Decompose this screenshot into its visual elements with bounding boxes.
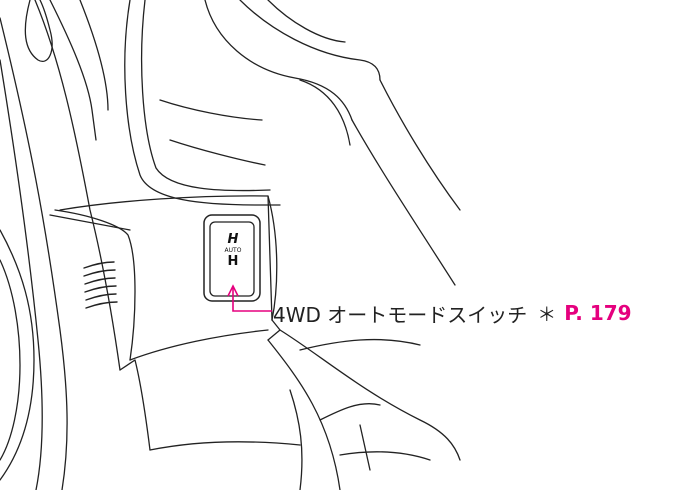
switch-callout: 4WD オートモードスイッチ ＊ P. 179 xyxy=(273,299,632,327)
vent-slats xyxy=(83,261,118,309)
upper-dashboard xyxy=(124,0,461,286)
asterisk-marker: ＊ xyxy=(537,303,557,326)
switch-auto-text: AUTO xyxy=(224,247,242,254)
console-panel xyxy=(59,195,461,490)
column-panel xyxy=(34,0,151,451)
switch-bottom-glyph: H xyxy=(227,254,239,269)
switch-top-glyph: H xyxy=(227,232,239,247)
page-reference-link[interactable]: P. 179 xyxy=(564,301,632,325)
4wd-auto-mode-switch[interactable]: H AUTO H xyxy=(221,233,245,279)
steering-wheel xyxy=(0,0,68,490)
callout-label: 4WD オートモードスイッチ xyxy=(273,302,528,327)
